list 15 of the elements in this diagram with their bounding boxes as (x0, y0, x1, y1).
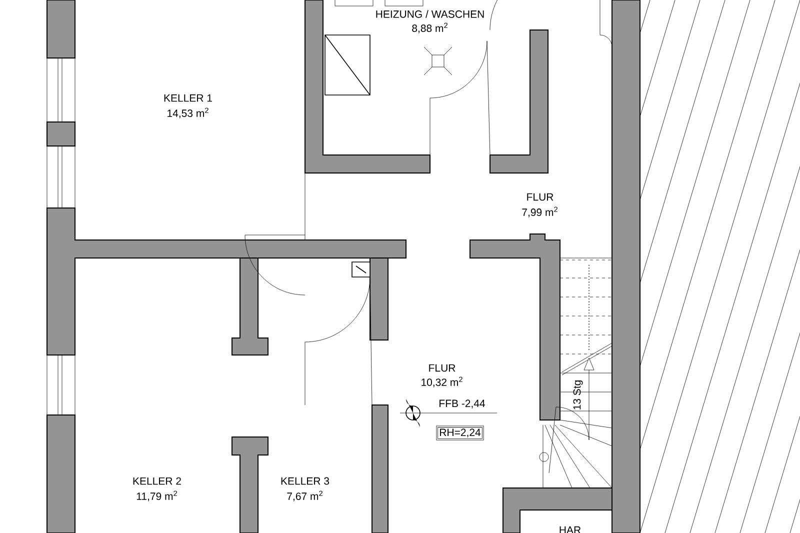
room-label: HEIZUNG / WASCHEN (376, 10, 484, 18)
room-label: KELLER 1 (164, 94, 212, 102)
room-label: KELLER 2 (133, 477, 181, 485)
area-label: 7,67 m$^{2}$ (287, 490, 322, 502)
level-label: FFB -2,44 (440, 400, 486, 408)
area-label: 11,79 m$^{2}$ (136, 490, 177, 502)
area-label: 14,53 m$^{2}$ (168, 108, 208, 118)
area-label: 8,88 m$^{2}$ (412, 22, 448, 34)
stair-label: 13 Stg (573, 380, 583, 410)
area-label: 10,32 m$^{2}$ (422, 376, 462, 388)
height-box: RH=2,24 (436, 426, 484, 440)
room-label: FLUR (527, 193, 554, 201)
room-label: KELLER 3 (281, 477, 330, 485)
room-label: FLUR (429, 364, 456, 372)
area-label: 7,99 m$^{2}$ (522, 206, 558, 218)
